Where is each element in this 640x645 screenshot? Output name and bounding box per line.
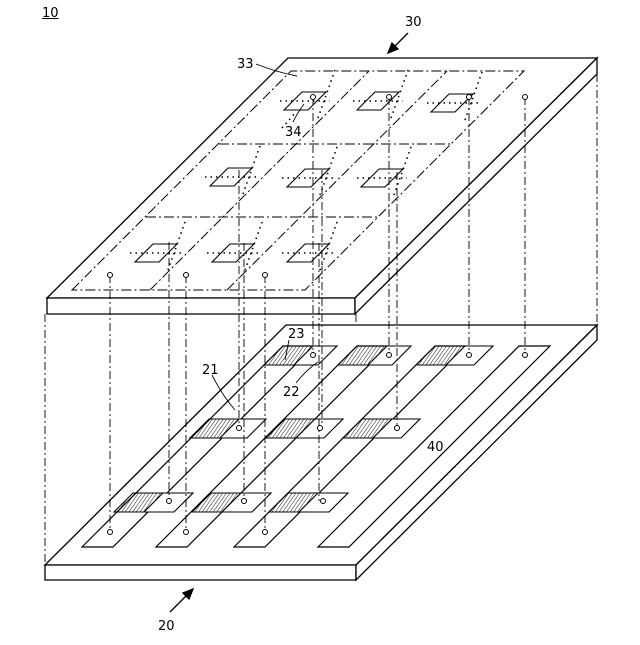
label-hatched-region: 23 bbox=[288, 327, 305, 342]
label-base: 40 bbox=[427, 440, 444, 455]
label-upper-substrate: 30 bbox=[405, 15, 422, 30]
label-grid-line: 33 bbox=[237, 57, 254, 72]
arrow-30 bbox=[388, 33, 408, 53]
label-window: 34 bbox=[285, 125, 302, 140]
figure-number: 10 bbox=[42, 6, 59, 21]
label-lower-substrate: 20 bbox=[158, 619, 175, 634]
label-sensing-pad: 22 bbox=[283, 385, 300, 400]
arrow-20 bbox=[170, 589, 193, 612]
label-strip: 21 bbox=[202, 363, 219, 378]
